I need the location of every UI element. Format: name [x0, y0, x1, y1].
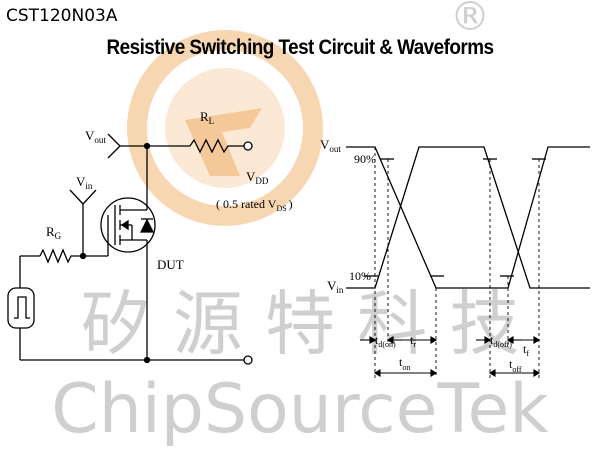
watermark-latin: ChipSourceTek: [51, 370, 549, 449]
circuit-vin-label: Vin: [76, 174, 93, 191]
wave-vin-label: Vin: [327, 278, 344, 295]
ground-terminal: [243, 355, 253, 365]
vdd-label: VDD: [246, 169, 269, 186]
pct-90-label: 90%: [354, 152, 376, 166]
rl-label: RL: [200, 109, 214, 126]
td-on-label: td(on): [375, 333, 396, 349]
vin-probe: [69, 189, 97, 205]
rg-resistor: [39, 248, 83, 264]
vdd-note: ( 0.5 rated VDS): [216, 197, 293, 213]
wave-vout-label: Vout: [320, 137, 341, 154]
ton-label: ton: [399, 355, 410, 372]
watermark-chinese: 矽 源 特 科 技: [80, 283, 519, 365]
tr-label: tr: [410, 333, 416, 349]
registered-mark: ®: [450, 0, 490, 40]
tf-label: tf: [523, 342, 529, 358]
td-off-label: td(off): [490, 333, 512, 349]
vdd-terminal: [243, 141, 253, 151]
toff-label: toff: [509, 357, 522, 374]
vout-waveform: [346, 146, 590, 289]
test-circuit: [7, 133, 253, 365]
pct-10-label: 10%: [349, 269, 371, 283]
vin-waveform: [346, 146, 590, 289]
rl-resistor: [189, 138, 244, 154]
pulse-generator: [7, 287, 35, 329]
rg-label: RG: [46, 224, 62, 241]
vout-probe: [107, 133, 121, 159]
diagram-title: Resistive Switching Test Circuit & Wavef…: [106, 36, 494, 59]
part-number: CST120N03A: [6, 6, 118, 26]
circuit-vout-label: Vout: [85, 128, 106, 145]
mosfet-symbol: [83, 180, 156, 260]
dut-label: DUT: [157, 257, 184, 272]
logo-watermark: [127, 30, 323, 226]
timing-waveforms: [346, 146, 590, 289]
